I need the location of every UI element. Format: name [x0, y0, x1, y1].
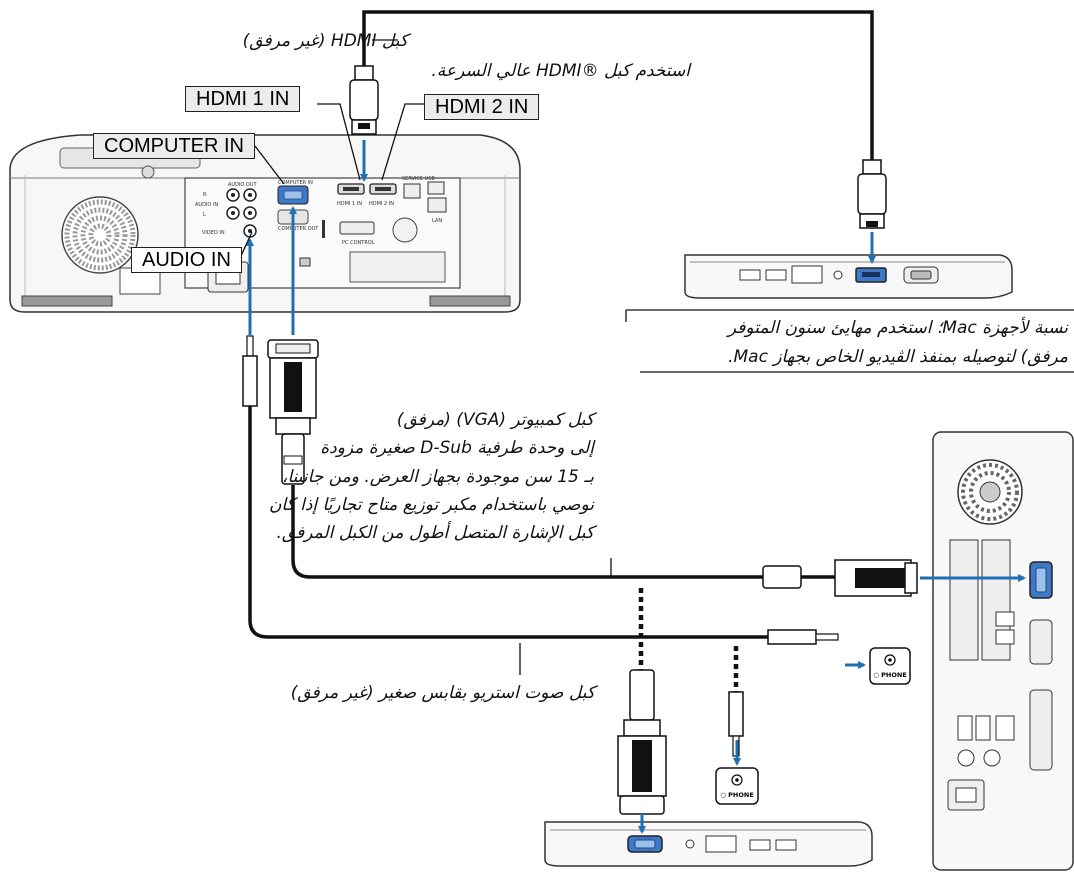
audio-plug-desktop — [767, 629, 839, 645]
svg-text:L: L — [203, 212, 206, 218]
audio-jacks: R AUDIO IN L VIDEO IN AUDIO OUT — [195, 182, 258, 238]
vga-cable-note-2: إلى وحدة طرفية D-Sub صغيرة مزودة — [320, 438, 594, 458]
svg-text:PC CONTROL: PC CONTROL — [342, 240, 375, 246]
phone-jack-laptop: ○ PHONE — [715, 767, 759, 805]
computer-in-label: COMPUTER IN — [93, 133, 255, 159]
vga-cable-note-3: بـ 15 سن موجودة بجهاز العرض. ومن جانبنا، — [281, 467, 594, 487]
audio-in-label: AUDIO IN — [131, 247, 242, 273]
svg-text:HDMI 2 IN: HDMI 2 IN — [369, 201, 394, 207]
vga-plug-projector — [267, 339, 319, 485]
mac-note-1: نسبة لأجهزة Mac؛ استخدم مهايئ سنون المتو… — [727, 318, 1068, 338]
svg-text:COMPUTER IN: COMPUTER IN — [278, 180, 313, 186]
svg-text:AUDIO OUT: AUDIO OUT — [228, 182, 258, 188]
svg-text:COMPUTER OUT: COMPUTER OUT — [278, 226, 319, 232]
vga-cable-note-4: نوصي باستخدام مكبر توزيع متاح تجاريًا إذ… — [268, 495, 594, 515]
svg-text:○ PHONE: ○ PHONE — [720, 791, 754, 799]
vga-plug-laptop — [617, 669, 667, 815]
svg-text:AUDIO IN: AUDIO IN — [195, 202, 218, 208]
desktop-tower — [932, 431, 1074, 871]
svg-text:R: R — [203, 192, 207, 198]
laptop-top — [684, 254, 1013, 299]
hdmi-cable-note-1: كبل HDMI (غير مرفق) — [242, 31, 408, 51]
phone-jack-desktop: ○ PHONE — [869, 647, 911, 685]
hdmi-plug-laptop — [857, 159, 887, 229]
svg-text:SERVICE USB: SERVICE USB — [402, 176, 436, 182]
svg-text:○ PHONE: ○ PHONE — [873, 671, 907, 679]
hdmi-cable-note-2: استخدم كبل ®HDMI عالي السرعة. — [431, 61, 690, 81]
vga-cable-note-1: كبل كمبيوتر (VGA) (مرفق) — [396, 410, 594, 430]
vga-plug-desktop — [762, 559, 918, 597]
arrows — [246, 140, 1026, 834]
hdmi2-in-label: HDMI 2 IN — [424, 94, 540, 120]
projector: R AUDIO IN L VIDEO IN AUDIO OUT COMPUTER… — [9, 134, 521, 313]
vga-cable-note-5: كبل الإشارة المتصل أطول من الكبل المرفق. — [276, 523, 594, 543]
laptop-bottom — [544, 821, 873, 867]
hdmi-plug-projector — [349, 65, 379, 135]
svg-text:LAN: LAN — [432, 218, 442, 224]
speaker-grille — [61, 196, 139, 274]
mac-note-2: مرفق) لتوصيله بمنفذ الڤيديو الخاص بجهاز … — [728, 347, 1068, 367]
audio-cable-note: كبل صوت استريو بقابس صغير (غير مرفق) — [290, 683, 595, 703]
audio-plug-projector — [242, 335, 258, 407]
svg-text:VIDEO IN: VIDEO IN — [202, 230, 225, 236]
dashed-cables — [638, 588, 739, 694]
hdmi1-in-label: HDMI 1 IN — [185, 86, 301, 112]
svg-text:HDMI 1 IN: HDMI 1 IN — [337, 201, 362, 207]
